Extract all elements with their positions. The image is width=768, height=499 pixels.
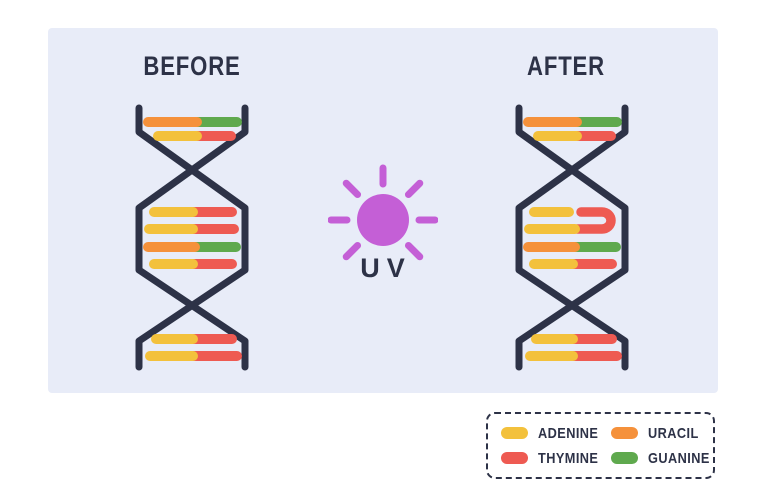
thymine-swatch bbox=[501, 452, 528, 464]
legend-label: GUANINE bbox=[648, 449, 710, 467]
dna-before-illustration bbox=[135, 104, 249, 371]
legend-item: GUANINE bbox=[611, 450, 721, 467]
legend-label: ADENINE bbox=[538, 424, 599, 442]
dna-strand-2 bbox=[515, 104, 629, 371]
legend-label: THYMINE bbox=[538, 449, 599, 467]
sun-ray bbox=[404, 179, 424, 199]
uv-label: UV bbox=[360, 253, 412, 283]
adenine-swatch bbox=[501, 427, 528, 439]
before-title: BEFORE bbox=[143, 51, 241, 81]
dna-strand-2 bbox=[135, 104, 249, 371]
sun-circle bbox=[357, 194, 409, 246]
legend-item: ADENINE bbox=[501, 425, 609, 442]
dna-after-illustration bbox=[515, 104, 629, 371]
uv-sun-icon bbox=[328, 164, 438, 261]
sun-ray bbox=[342, 179, 362, 199]
legend-item: URACIL bbox=[611, 425, 721, 442]
sun-ray bbox=[404, 241, 424, 261]
sun-ray bbox=[342, 241, 362, 261]
dna-strand-1 bbox=[515, 104, 629, 371]
after-title: AFTER bbox=[527, 51, 605, 81]
legend-box: ADENINE URACIL THYMINE GUANINE bbox=[486, 412, 715, 479]
legend-item: THYMINE bbox=[501, 450, 609, 467]
thymine-dimer bbox=[572, 207, 616, 234]
dna-strand-1 bbox=[135, 104, 249, 371]
legend-label: URACIL bbox=[648, 424, 699, 442]
uracil-swatch bbox=[611, 427, 639, 439]
guanine-swatch bbox=[611, 452, 639, 464]
